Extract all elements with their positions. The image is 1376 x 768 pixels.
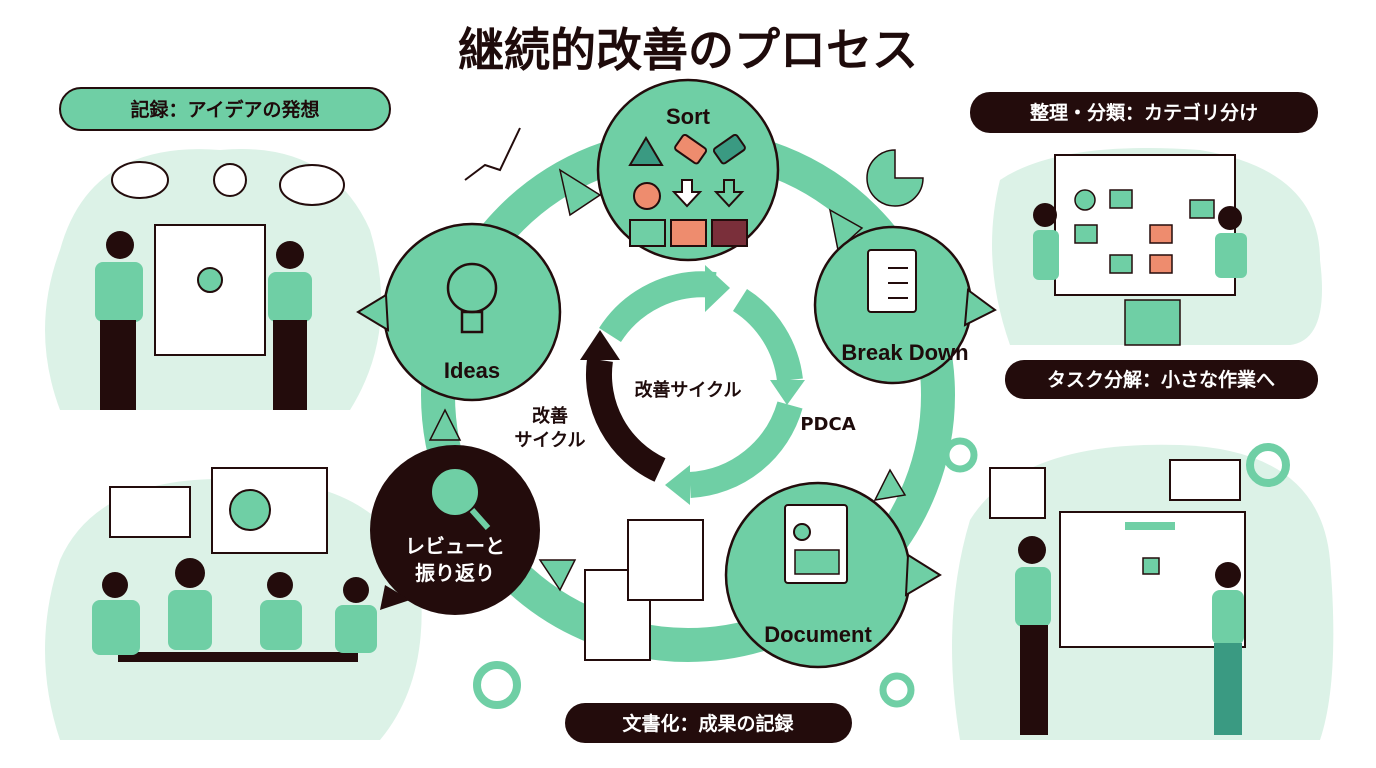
pill-sort-stage: 整理・分類：カテゴリ分け: [970, 92, 1318, 133]
arrow-down-icon: [671, 179, 703, 208]
arrow-icon: [558, 168, 602, 217]
node-sort-label: Sort: [666, 104, 711, 129]
ring-arrows: [428, 168, 907, 592]
sort-illustration: [866, 149, 1247, 346]
side-cycle-line1: 改善: [532, 405, 568, 427]
tag-icon: [674, 133, 708, 165]
gear-icon: [1246, 443, 1290, 487]
thought-bubble-icon: [279, 164, 345, 206]
cycle-label: 改善サイクル: [634, 379, 741, 401]
person-icon: [276, 241, 304, 269]
speech-bubble-icon: [111, 161, 169, 199]
chart-icon: [464, 127, 521, 181]
person-icon: [1018, 536, 1046, 564]
octagon-icon: [633, 182, 661, 210]
node-review-line1: レビューと: [405, 534, 505, 558]
node-document: Document: [724, 481, 942, 669]
page-title: 継続的改善のプロセス: [458, 23, 918, 77]
pill-ideas-label: 記録：アイデアの発想: [130, 98, 319, 121]
pdca-label: PDCA: [800, 414, 855, 435]
magnifier-icon: [430, 467, 480, 517]
node-breakdown: Break Down: [813, 225, 997, 385]
speech-bubble-icon: [1169, 459, 1241, 501]
person-icon: [1218, 206, 1242, 230]
node-review: レビューと 振り返り: [370, 445, 540, 615]
person-icon: [1215, 562, 1241, 588]
person-icon: [102, 558, 369, 603]
box-icon: [711, 219, 748, 247]
pie-chart-icon: [866, 149, 924, 207]
review-illustration: [92, 467, 704, 662]
gear-icon: [942, 437, 978, 473]
side-cycle-line2: サイクル: [514, 430, 585, 451]
node-ideas: Ideas: [356, 222, 562, 402]
arrow-icon: [538, 559, 577, 592]
bar-chart-icon: [109, 486, 191, 538]
clipboard-icon: [867, 249, 917, 313]
gear-icon: [879, 672, 915, 708]
document-illustration: [473, 437, 1290, 735]
pill-breakdown-stage: タスク分解：小さな作業へ: [1005, 360, 1318, 399]
table-icon: [118, 652, 358, 662]
arrow-icon: [873, 468, 907, 501]
lightbulb-icon: [213, 163, 247, 197]
pill-document-label: 文書化：成果の記録: [622, 712, 794, 735]
person-icon: [1033, 203, 1057, 227]
pill-document-stage: 文書化：成果の記録: [565, 703, 852, 743]
filing-box-icon: [1124, 299, 1181, 346]
checklist-icon: [989, 467, 1046, 519]
pill-ideas-stage: 記録：アイデアの発想: [59, 87, 391, 131]
node-review-line2: 振り返り: [415, 561, 495, 585]
flowchart-board-icon: [1059, 511, 1246, 648]
node-breakdown-label: Break Down: [841, 340, 968, 365]
person-icon: [106, 231, 134, 259]
arrow-icon: [428, 408, 462, 441]
box-icon: [670, 219, 707, 247]
ideas-illustration: [95, 127, 521, 410]
arrow-down-icon: [713, 179, 745, 208]
box-icon: [629, 219, 666, 247]
pill-breakdown-label: タスク分解：小さな作業へ: [1047, 368, 1275, 391]
node-document-label: Document: [764, 622, 872, 647]
tag-icon: [712, 133, 746, 165]
node-sort: Sort: [596, 78, 780, 262]
gear-icon: [473, 661, 521, 709]
node-ideas-label: Ideas: [444, 358, 500, 383]
triangle-icon: [628, 136, 664, 166]
pill-sort-label: 整理・分類：カテゴリ分け: [1030, 101, 1258, 124]
inner-cycle: [580, 265, 805, 505]
report-icon: [627, 519, 704, 601]
